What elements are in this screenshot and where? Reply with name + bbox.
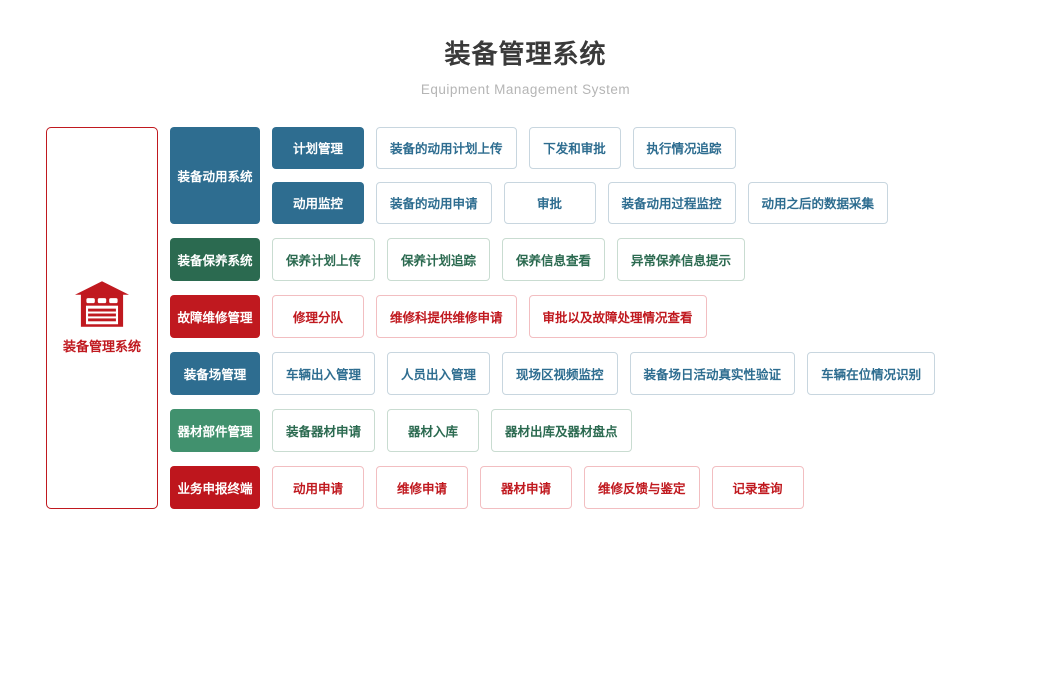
item-box: 现场区视频监控 bbox=[502, 351, 618, 395]
category-box: 器材部件管理 bbox=[170, 408, 260, 452]
item-box: 装备的动用申请 bbox=[376, 181, 492, 224]
page-subtitle: Equipment Management System bbox=[420, 81, 631, 97]
item-box: 维修反馈与鉴定 bbox=[584, 465, 700, 509]
item-box: 动用申请 bbox=[272, 465, 364, 509]
item-box: 审批以及故障处理情况查看 bbox=[528, 294, 707, 338]
item-box: 下发和审批 bbox=[528, 126, 621, 169]
item-box: 保养计划追踪 bbox=[387, 237, 491, 281]
system-row: 装备动用系统计划管理装备的动用计划上传下发和审批执行情况追踪动用监控装备的动用申… bbox=[170, 126, 935, 224]
item-box: 装备的动用计划上传 bbox=[376, 126, 517, 169]
system-row: 装备场管理车辆出入管理人员出入管理现场区视频监控装备场日活动真实性验证车辆在位情… bbox=[170, 351, 936, 395]
category-box: 故障维修管理 bbox=[170, 294, 260, 338]
item-box: 修理分队 bbox=[272, 294, 364, 338]
item-box: 车辆出入管理 bbox=[272, 351, 376, 395]
system-row: 业务申报终端动用申请维修申请器材申请维修反馈与鉴定记录查询 bbox=[170, 465, 935, 509]
warehouse-icon bbox=[75, 281, 129, 327]
item-box: 异常保养信息提示 bbox=[617, 237, 746, 281]
diagram-rows: 装备动用系统计划管理装备的动用计划上传下发和审批执行情况追踪动用监控装备的动用申… bbox=[170, 126, 936, 509]
item-box: 保养信息查看 bbox=[502, 237, 606, 281]
subrow-column: 计划管理装备的动用计划上传下发和审批执行情况追踪动用监控装备的动用申请审批装备动… bbox=[272, 126, 889, 224]
root-system-box: 装备管理系统 bbox=[46, 126, 158, 509]
subcategory-box: 动用监控 bbox=[272, 181, 364, 224]
system-row: 装备保养系统保养计划上传保养计划追踪保养信息查看异常保养信息提示 bbox=[170, 237, 935, 281]
system-row: 器材部件管理装备器材申请器材入库器材出库及器材盘点 bbox=[170, 408, 935, 452]
item-box: 执行情况追踪 bbox=[632, 126, 736, 169]
item-box: 审批 bbox=[503, 181, 596, 224]
item-box: 记录查询 bbox=[711, 465, 804, 509]
page-title: 装备管理系统 bbox=[444, 39, 607, 69]
item-box: 保养计划上传 bbox=[272, 237, 376, 281]
item-box: 车辆在位情况识别 bbox=[807, 351, 936, 395]
root-system-label: 装备管理系统 bbox=[62, 338, 141, 354]
item-box: 器材出库及器材盘点 bbox=[491, 408, 632, 452]
system-row: 故障维修管理修理分队维修科提供维修申请审批以及故障处理情况查看 bbox=[170, 294, 935, 338]
item-box: 维修科提供维修申请 bbox=[376, 294, 517, 338]
sub-row: 计划管理装备的动用计划上传下发和审批执行情况追踪 bbox=[272, 126, 888, 169]
system-diagram: 装备管理系统 装备动用系统计划管理装备的动用计划上传下发和审批执行情况追踪动用监… bbox=[46, 126, 1051, 509]
item-box: 器材申请 bbox=[480, 465, 572, 509]
item-box: 装备场日活动真实性验证 bbox=[629, 351, 796, 395]
header: 装备管理系统 Equipment Management System bbox=[0, 39, 1051, 97]
category-box: 装备动用系统 bbox=[170, 126, 260, 224]
item-box: 人员出入管理 bbox=[387, 351, 491, 395]
item-box: 装备器材申请 bbox=[272, 408, 376, 452]
subcategory-box: 计划管理 bbox=[272, 126, 364, 169]
category-box: 业务申报终端 bbox=[170, 465, 260, 509]
item-box: 器材入库 bbox=[387, 408, 480, 452]
category-box: 装备保养系统 bbox=[170, 237, 260, 281]
item-box: 动用之后的数据采集 bbox=[747, 181, 889, 224]
item-box: 维修申请 bbox=[376, 465, 468, 509]
category-box: 装备场管理 bbox=[170, 351, 260, 395]
sub-row: 动用监控装备的动用申请审批装备动用过程监控动用之后的数据采集 bbox=[272, 181, 889, 224]
item-box: 装备动用过程监控 bbox=[607, 181, 736, 224]
